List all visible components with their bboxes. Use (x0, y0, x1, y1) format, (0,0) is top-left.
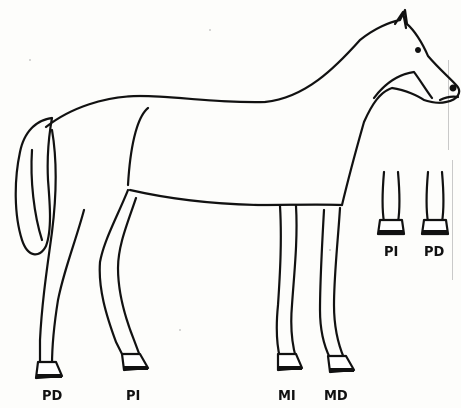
label-detail-pd: PD (424, 245, 445, 260)
horse-figure (16, 10, 459, 378)
horse-nostril (450, 85, 457, 92)
fore-leg-md-back (334, 208, 344, 358)
label-pd: PD (42, 389, 63, 404)
hoof-detail-pi (378, 172, 404, 234)
hoof-pd (36, 362, 62, 378)
label-mi: MI (278, 389, 296, 404)
label-detail-pi: PI (384, 245, 398, 260)
fore-leg-mi (277, 206, 281, 358)
scan-noise (29, 29, 453, 331)
fore-leg-md (320, 210, 330, 358)
hoof-pi (122, 354, 148, 370)
hoof-detail-pd (422, 172, 448, 234)
horse-tail-inner (31, 150, 42, 240)
horse-eye (415, 47, 421, 53)
hind-leg-pi (100, 190, 128, 358)
hoof-md (328, 356, 354, 372)
horse-topline-outline (46, 10, 459, 205)
hind-leg-pi-front (118, 198, 140, 356)
horse-tail (16, 118, 52, 254)
hind-leg-pd-front (52, 210, 84, 365)
fore-leg-mi-back (291, 206, 296, 358)
label-md: MD (324, 389, 348, 404)
label-pi: PI (126, 389, 140, 404)
horse-belly (130, 190, 342, 205)
hoof-mi (278, 354, 302, 370)
horse-stifle-line (128, 108, 148, 185)
